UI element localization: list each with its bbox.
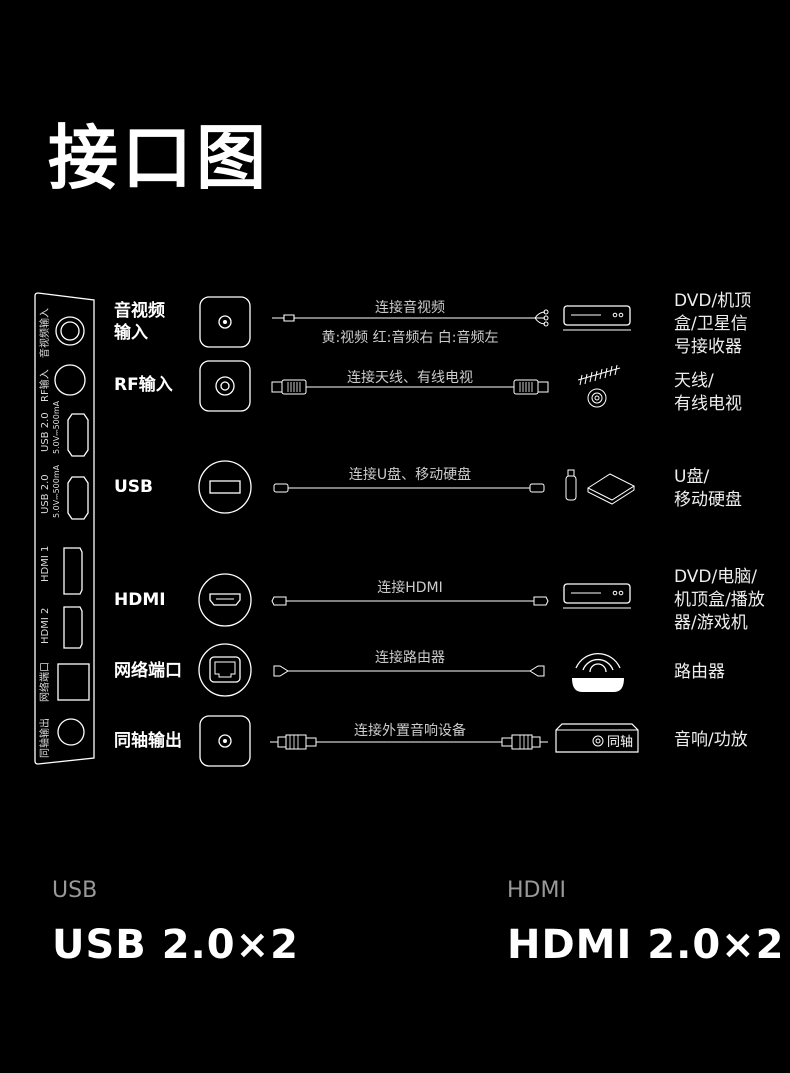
spec-usb-value: USB 2.0×2 [52,922,299,968]
usb-drive-and-hdd-icon [565,469,636,505]
label-line: 音视频 [114,301,165,321]
device-line: 有线电视 [674,394,742,414]
label-line: 输入 [114,323,148,343]
page-title: 接口图 [48,117,270,199]
panel-label-rf-in: RF输入 [40,369,51,402]
spec-hdmi-label: HDMI [507,878,566,903]
panel-label-lan: 网络端口 [40,662,51,702]
device-label-rf: 天线/ 有线电视 [674,370,742,416]
port-label-rf: RF输入 [114,375,173,395]
panel-label-hdmi1: HDMI 1 [40,545,51,582]
cable-label-av: 连接音视频 [375,300,445,316]
device-line: 器/游戏机 [674,613,748,633]
port-label-usb: USB [114,477,154,497]
cable-label-lan: 连接路由器 [375,650,445,666]
usb-port-icon [198,460,252,514]
amplifier-icon [555,723,639,753]
device-label-lan: 路由器 [674,662,725,682]
device-line: U盘/ [674,467,710,487]
coax-port-icon [199,715,251,767]
spec-hdmi-value: HDMI 2.0×2 [507,922,785,968]
device-line: 盒/卫星信 [674,314,748,334]
tv-back-panel: 音视频输入 RF输入 USB 2.0 5.0V⎓500mA USB 2.0 5.… [32,292,98,766]
device-label-av: DVD/机顶 盒/卫星信 号接收器 [674,290,751,359]
device-line: DVD/电脑/ [674,567,757,587]
hdmi-port-icon [198,573,252,627]
panel-label-coax: 同轴输出 [40,718,51,758]
panel-label-usb1-power: 5.0V⎓500mA [52,400,61,454]
router-icon [572,652,624,692]
amplifier-coax-tag: 同轴 [607,735,634,750]
cable-label-rf: 连接天线、有线电视 [347,370,473,386]
device-label-hdmi: DVD/电脑/ 机顶盒/播放 器/游戏机 [674,566,765,635]
rf-port-icon [199,360,251,412]
ethernet-cable-icon [273,665,545,677]
panel-label-usb1: USB 2.0 [40,412,51,452]
panel-label-usb2: USB 2.0 [40,474,51,514]
port-label-coax-out: 同轴输出 [114,731,182,751]
coax-cable-icon [271,379,549,395]
panel-label-usb2-power: 5.0V⎓500mA [52,464,61,518]
panel-outline [34,292,95,765]
panel-label-hdmi2: HDMI 2 [40,607,51,644]
port-label-lan: 网络端口 [114,661,182,681]
cable-label-hdmi: 连接HDMI [377,580,443,596]
usb-cable-icon [273,483,545,493]
cable-note-av-colors: 黄:视频 红:音频右 白:音频左 [321,330,499,346]
av-cable-icon [272,309,549,327]
port-label-hdmi: HDMI [114,590,166,610]
media-player-icon [563,583,631,609]
antenna-icon [577,364,621,408]
av-port-icon [199,296,251,348]
rca-cable-icon [270,734,548,750]
device-line: 天线/ [674,371,714,391]
device-line: 机顶盒/播放 [674,590,765,610]
hdmi-cable-icon [271,596,549,606]
spec-usb-label: USB [52,878,98,903]
set-top-box-icon [563,305,631,331]
device-label-coax: 音响/功放 [674,730,748,750]
cable-label-usb: 连接U盘、移动硬盘 [348,467,472,483]
amplifier-device: 同轴 [554,723,640,755]
ethernet-port-icon [198,643,252,697]
device-line: 号接收器 [674,337,742,357]
device-line: DVD/机顶 [674,291,752,311]
device-label-usb: U盘/ 移动硬盘 [674,466,742,512]
device-line: 移动硬盘 [674,490,742,510]
panel-label-av-in: 音视频输入 [40,308,51,358]
port-label-av-in: 音视频 输入 [114,300,165,344]
cable-label-coax: 连接外置音响设备 [354,723,466,739]
